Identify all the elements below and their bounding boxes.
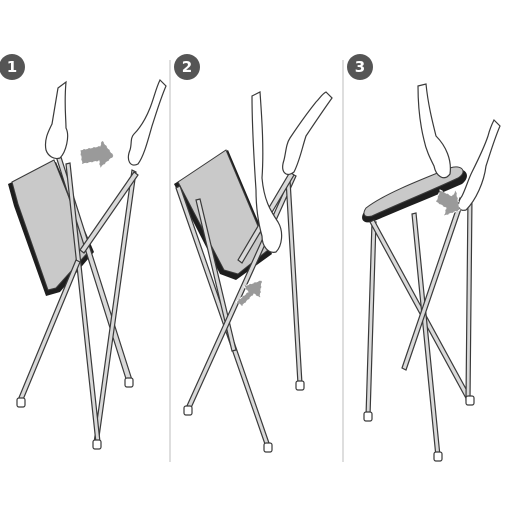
board-legs — [365, 195, 473, 458]
hand — [44, 78, 167, 166]
leg — [195, 198, 237, 352]
leg-foot — [183, 405, 193, 416]
board-top — [11, 159, 91, 291]
right-hand — [282, 91, 333, 175]
step-badge: 1 — [0, 54, 25, 80]
leg-foot — [363, 411, 373, 422]
left-hand — [44, 80, 69, 160]
leg-foot — [16, 397, 26, 408]
panel-step-3: 3 — [347, 54, 501, 462]
step-number-3: 3 — [355, 58, 365, 76]
right-hand — [127, 78, 167, 166]
leg-feet — [16, 377, 134, 450]
hand — [417, 83, 501, 211]
left-hand — [417, 83, 451, 179]
leg — [465, 195, 473, 401]
hand — [251, 91, 333, 253]
leg-feet — [363, 395, 475, 462]
right-hand — [457, 118, 501, 211]
leg-foot — [433, 451, 443, 462]
leg-feet — [183, 380, 305, 453]
board-legs — [17, 153, 139, 445]
leg — [79, 171, 139, 254]
leg-foot — [263, 442, 273, 453]
leg — [93, 169, 137, 445]
leg-foot — [124, 377, 134, 388]
fold-arrow — [235, 279, 263, 307]
leg — [401, 197, 465, 371]
step-number-1: 1 — [7, 58, 17, 76]
leg — [285, 179, 303, 385]
ironing-board — [8, 159, 94, 296]
step-number-2: 2 — [182, 58, 192, 76]
leg-foot — [465, 395, 475, 406]
ironing-board — [362, 166, 467, 223]
fold-arrow — [435, 188, 461, 217]
panel-step-1: 1 — [0, 54, 167, 450]
step-badge-circle — [174, 54, 200, 80]
panel-step-2: 2 — [174, 54, 333, 453]
leg-foot — [92, 439, 102, 450]
step-badge: 3 — [347, 54, 373, 80]
left-hand — [251, 91, 283, 253]
step-badge-circle — [347, 54, 373, 80]
leg-foot — [295, 380, 305, 391]
step-badge: 2 — [174, 54, 200, 80]
step-badge-circle — [0, 54, 25, 80]
leg — [365, 221, 377, 417]
leg — [65, 162, 101, 444]
fold-arrow — [79, 138, 115, 169]
board-top — [363, 166, 464, 217]
